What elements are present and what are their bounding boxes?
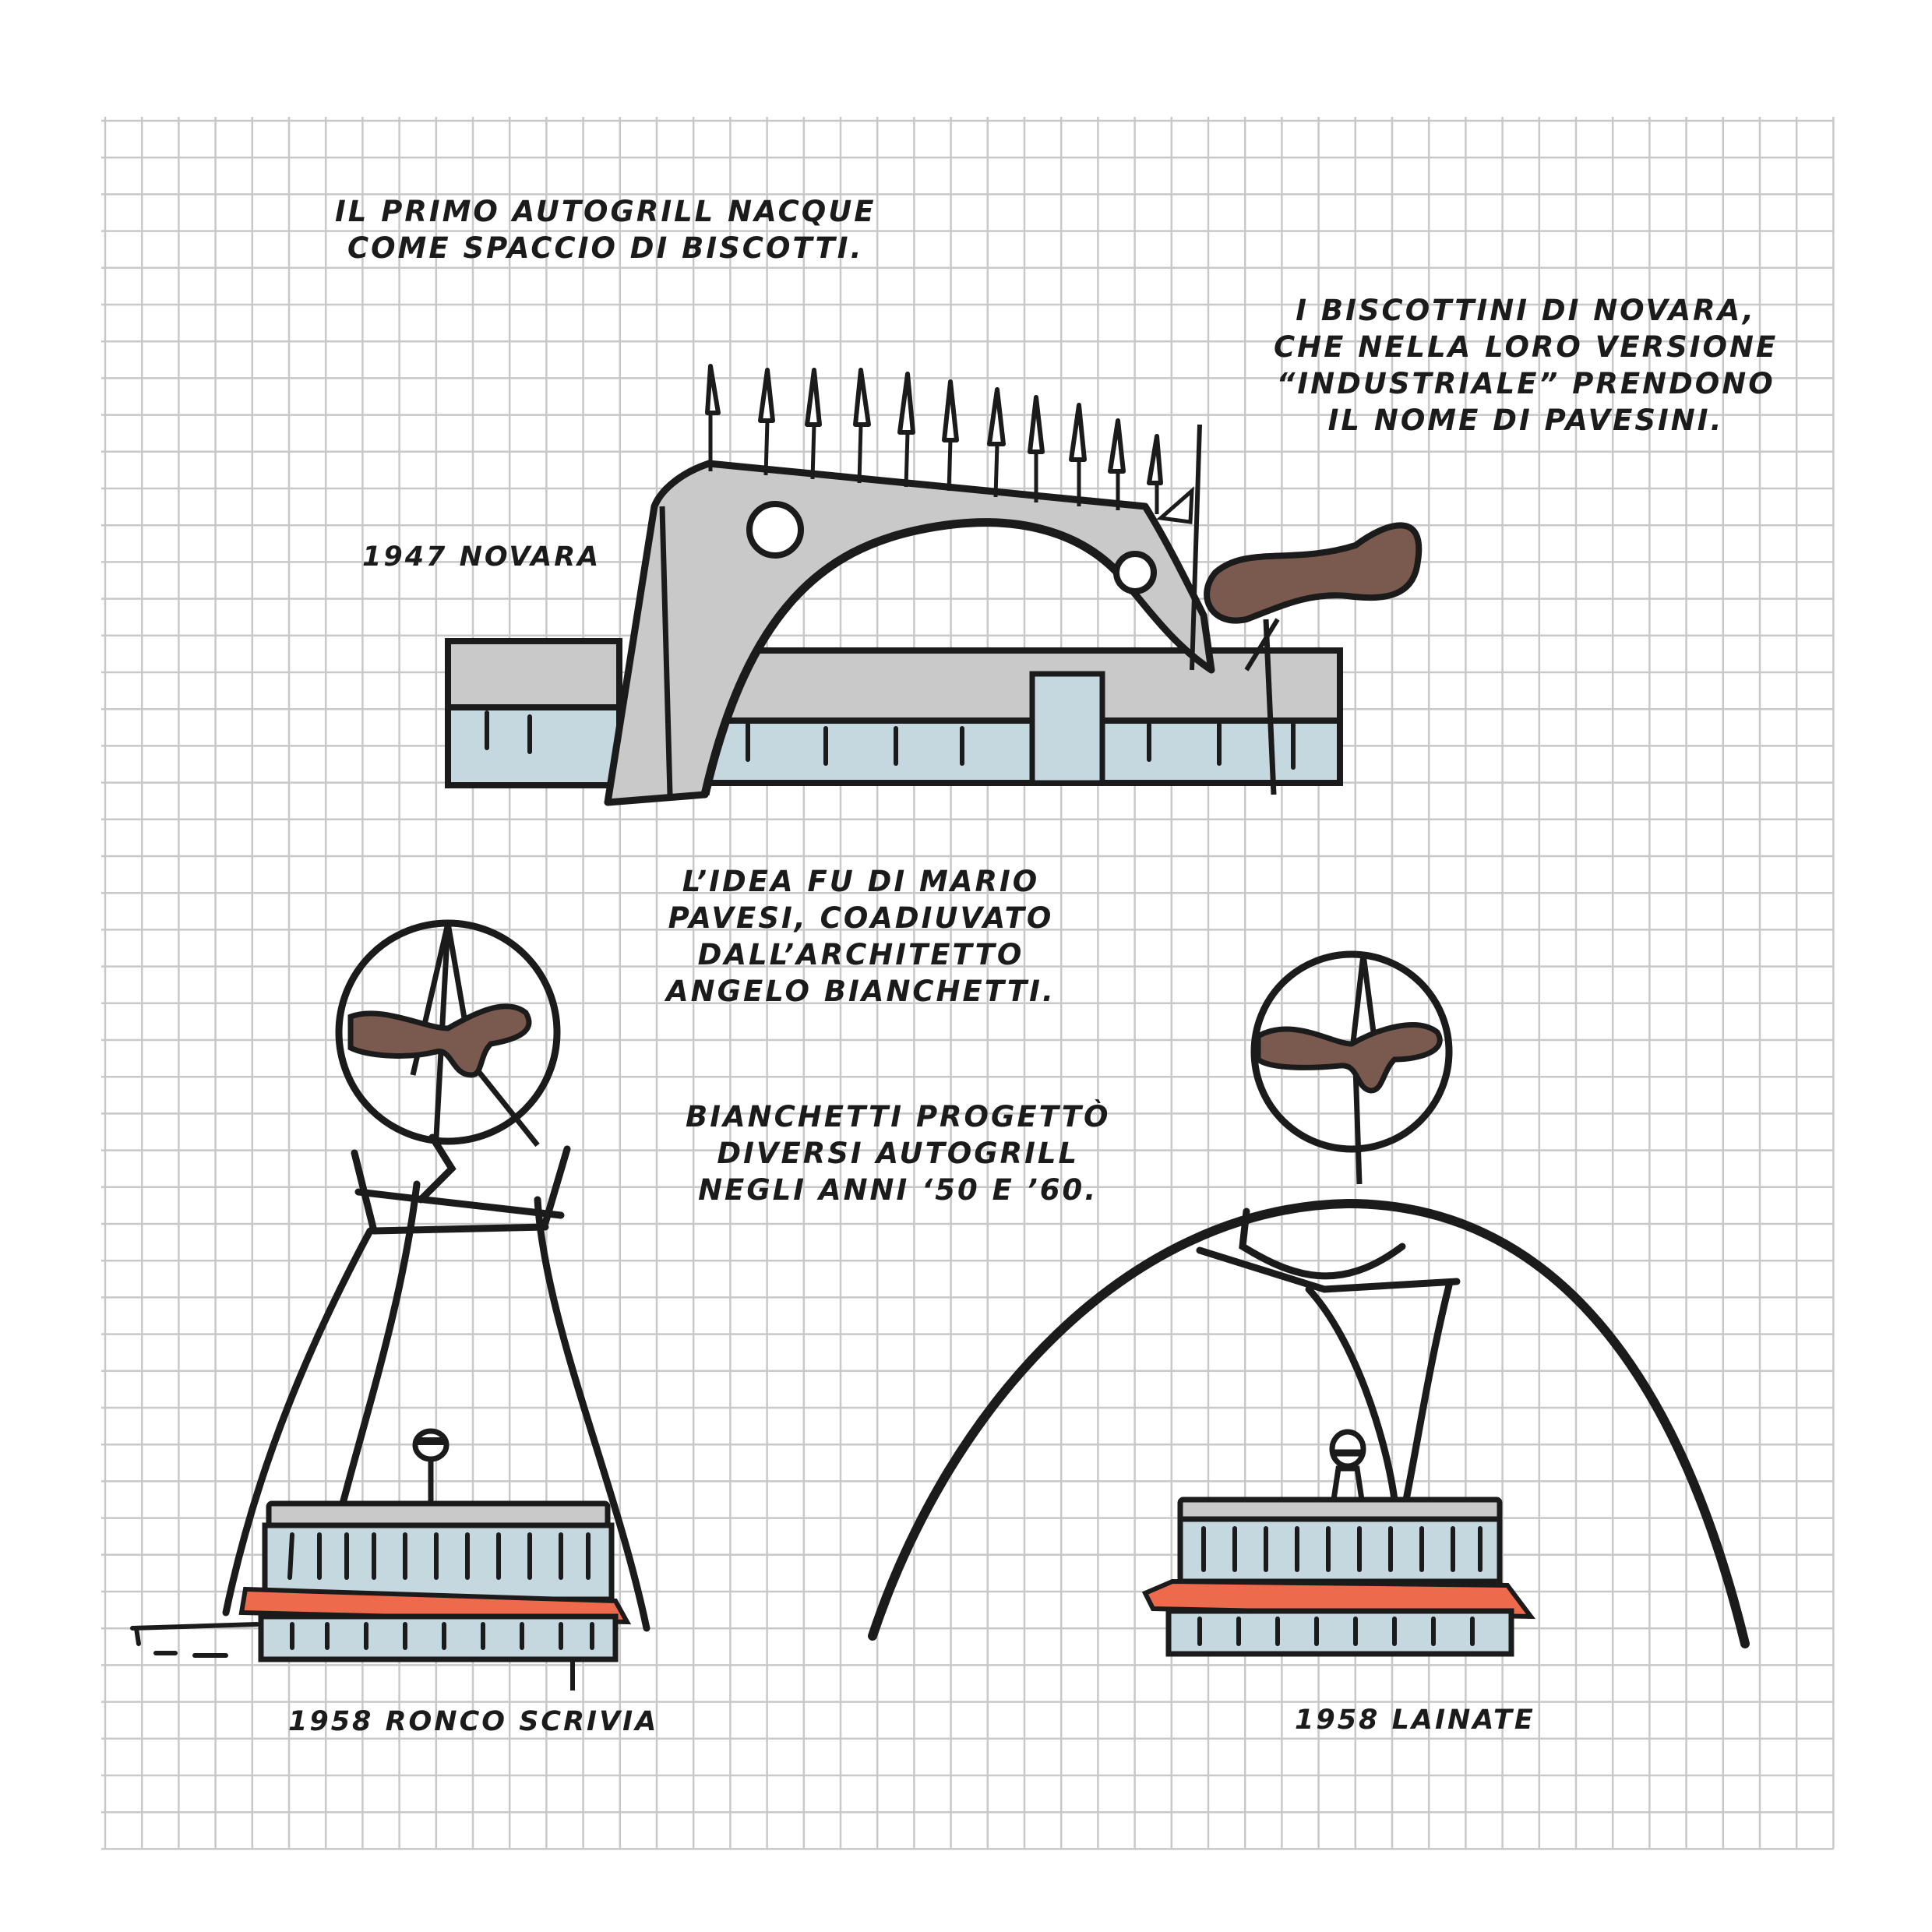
lainate-parabolic-arch [868, 1198, 1750, 1648]
lainate-roof [1177, 1497, 1503, 1522]
caption-intro-line-1: IL PRIMO AUTOGRILL NACQUE [335, 195, 876, 228]
caption-biscuits-line-1: I BISCOTTINI DI NOVARA, [1296, 294, 1756, 327]
label-novara: 1947 NOVARA [362, 541, 601, 573]
caption-bianchetti: BIANCHETTI PROGETTÒ DIVERSI AUTOGRILL NE… [686, 1098, 1110, 1208]
lainate-figure [1329, 1429, 1366, 1500]
ronco-pylon [222, 1133, 650, 1648]
ronco-mullions [287, 1532, 594, 1650]
lainate-circle-head [1250, 950, 1453, 1153]
novara-biscuit-sign [1204, 522, 1423, 795]
caption-biscuits-line-4: IL NOME DI PAVESINI. [1327, 404, 1724, 437]
ronco-autogrill-drawing [130, 919, 650, 1690]
label-lainate: 1958 LAINATE [1295, 1705, 1535, 1736]
caption-intro-line-2: COME SPACCIO DI BISCOTTI. [347, 231, 864, 265]
caption-idea-line-1: L’IDEA FU DI MARIO [682, 865, 1040, 898]
caption-biscuits-line-3: “INDUSTRIALE” PRENDONO [1276, 367, 1775, 400]
lainate-biscuit [1255, 1022, 1443, 1094]
novara-right-pavilion-glass [675, 717, 1343, 786]
ronco-lower-glass [258, 1613, 619, 1662]
novara-flag-poles [708, 413, 1159, 514]
novara-left-pavilion-glass [445, 704, 622, 788]
caption-intro: IL PRIMO AUTOGRILL NACQUE COME SPACCIO D… [335, 193, 876, 266]
novara-porthole-left [746, 501, 804, 559]
label-ronco: 1958 RONCO SCRIVIA [288, 1706, 659, 1737]
novara-autogrill-drawing [445, 364, 1423, 806]
lainate-autogrill-drawing [868, 950, 1750, 1657]
novara-right-pavilion-roof [675, 647, 1343, 724]
novara-left-pavilion-roof [445, 638, 622, 710]
ronco-ground-line [130, 1622, 259, 1658]
lainate-red-band [1141, 1578, 1536, 1620]
novara-left-leg-edge [659, 506, 673, 795]
novara-roof-flags [705, 364, 1163, 485]
lainate-mullions [1197, 1526, 1482, 1646]
caption-idea-line-3: DALL’ARCHITETTO [697, 938, 1024, 971]
lainate-circle-spokes [1349, 954, 1378, 1185]
caption-bianchetti-line-3: NEGLI ANNI ‘50 E ’60. [698, 1173, 1098, 1207]
novara-tall-pole [1190, 424, 1202, 671]
novara-porthole-right [1113, 551, 1157, 594]
caption-biscuits-line-2: CHE NELLA LORO VERSIONE [1274, 330, 1779, 364]
lainate-lower-glass [1165, 1608, 1514, 1657]
ronco-figure [412, 1428, 450, 1505]
caption-idea-line-2: PAVESI, COADIUVATO [668, 901, 1054, 935]
lainate-arch-struts [1196, 1208, 1461, 1504]
ronco-biscuit [347, 1003, 532, 1078]
ronco-roof [266, 1500, 611, 1528]
caption-bianchetti-line-2: DIVERSI AUTOGRILL [717, 1137, 1080, 1170]
novara-arch-underside [700, 518, 1137, 796]
novara-annex [1029, 671, 1105, 786]
caption-bianchetti-line-1: BIANCHETTI PROGETTÒ [686, 1100, 1111, 1133]
caption-idea: L’IDEA FU DI MARIO PAVESI, COADIUVATO DA… [666, 863, 1056, 1010]
novara-pennant [1156, 486, 1194, 524]
caption-idea-line-4: ANGELO BIANCHETTI. [666, 975, 1056, 1008]
novara-window-mullions [485, 710, 1296, 770]
caption-biscuits: I BISCOTTINI DI NOVARA, CHE NELLA LORO V… [1274, 292, 1778, 439]
